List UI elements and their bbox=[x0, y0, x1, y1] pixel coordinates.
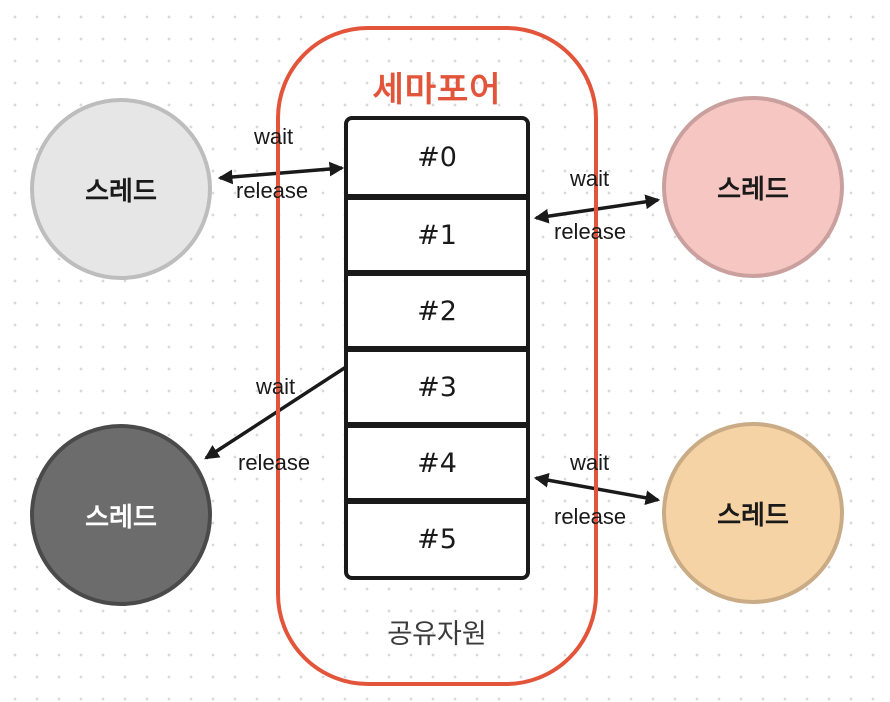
wait-label: wait bbox=[254, 124, 294, 149]
thread-bottom-right: 스레드 bbox=[662, 422, 844, 604]
wait-label: wait bbox=[570, 166, 610, 191]
thread-top-right: 스레드 bbox=[662, 96, 844, 278]
resource-slot-3: #3 bbox=[348, 346, 526, 422]
thread-label: 스레드 bbox=[717, 500, 789, 531]
shared-resource-stack: #0 #1 #2 #3 #4 #5 bbox=[344, 116, 530, 580]
wait-label: wait bbox=[570, 450, 610, 475]
thread-label: 스레드 bbox=[85, 502, 157, 533]
resource-slot-5: #5 bbox=[348, 498, 526, 574]
resource-slot-4: #4 bbox=[348, 422, 526, 498]
thread-label: 스레드 bbox=[85, 176, 157, 207]
release-label: release bbox=[554, 219, 627, 244]
resource-slot-1: #1 bbox=[348, 194, 526, 270]
resource-slot-0: #0 bbox=[417, 141, 457, 173]
thread-top-left: 스레드 bbox=[30, 98, 212, 280]
release-label: release bbox=[236, 178, 309, 203]
thread-label: 스레드 bbox=[717, 174, 789, 205]
resource-slot-2: #2 bbox=[348, 270, 526, 346]
shared-resource-label: 공유자원 bbox=[387, 619, 487, 650]
wait-label: wait bbox=[256, 374, 296, 399]
release-label: release bbox=[554, 504, 627, 529]
thread-bottom-left: 스레드 bbox=[30, 424, 212, 606]
release-label: release bbox=[238, 450, 311, 475]
semaphore-title: 세마포어 bbox=[372, 70, 502, 110]
semaphore-boundary bbox=[276, 26, 598, 686]
